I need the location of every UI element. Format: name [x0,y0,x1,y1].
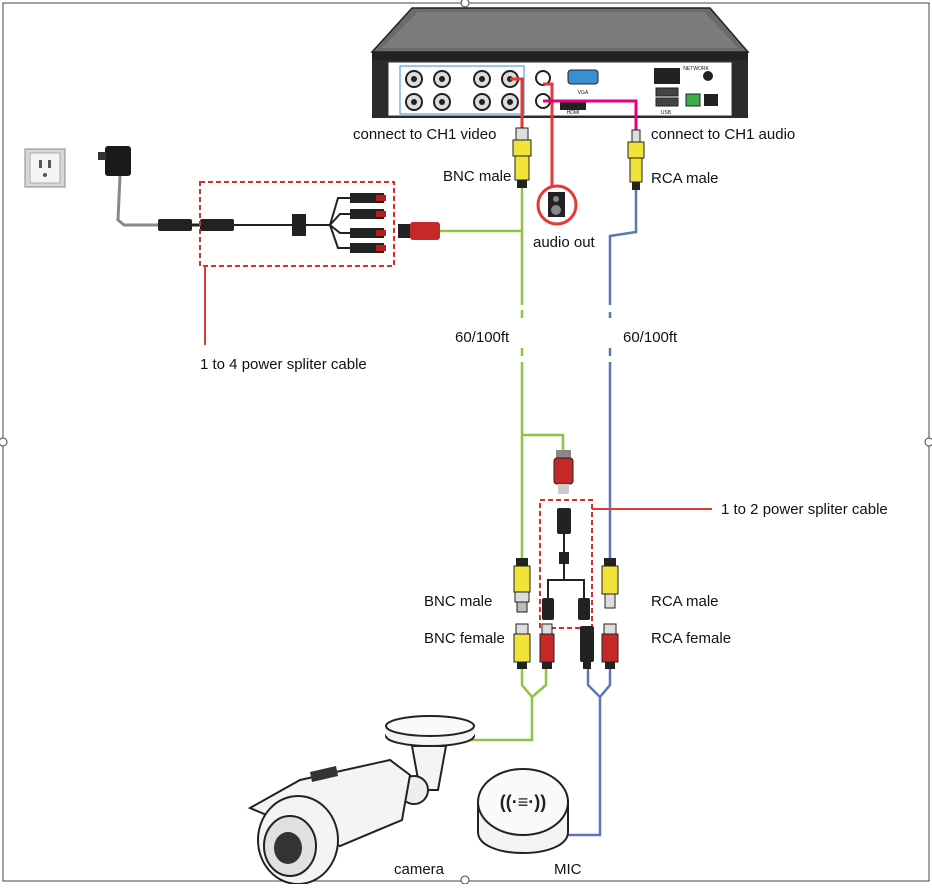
label-rca-female: RCA female [651,630,731,647]
rca-male-connector-top [627,129,645,190]
label-rca-male-top: RCA male [651,170,719,187]
wall-outlet-icon [24,148,66,188]
usb-ports: USB [655,87,679,116]
network-port: NETWORK [654,66,709,84]
label-camera: camera [394,861,445,878]
label-bnc-female: BNC female [424,630,505,647]
svg-text:VGA: VGA [578,90,589,96]
speaker-icon [536,184,578,226]
label-mic: MIC [554,861,582,878]
bnc-input-ports [399,65,525,115]
microphone-icon: ((·≡·)) [477,768,569,854]
bnc-male-connector-top [512,127,532,188]
power-adapter-icon [98,146,160,227]
label-audio-out: audio out [533,234,596,251]
svg-text:USB: USB [661,110,672,116]
label-distance-left: 60/100ft [455,329,510,346]
camera-icon [247,715,475,885]
bnc-male-connector-bottom [513,558,531,613]
label-bnc-male-top: BNC male [443,168,511,185]
label-power-splitter-4: 1 to 4 power spliter cable [200,356,367,373]
svg-text:NETWORK: NETWORK [683,66,709,72]
dc-female-connector [539,623,555,669]
power-plug-red [398,222,440,240]
label-rca-male-bottom: RCA male [651,593,719,610]
vga-port: VGA [567,69,599,96]
dvr-link-wires [510,77,638,190]
svg-text:((·≡·)): ((·≡·)) [500,792,546,812]
dvr-recorder: VGA HDMI NETWORK USB [370,7,750,118]
label-bnc-male-bottom: BNC male [424,593,492,610]
power-splitter-4way [158,181,395,345]
svg-text:HDMI: HDMI [567,110,580,116]
power-splitter-2way [539,450,712,629]
bnc-female-connector [513,623,531,669]
dc-male-plug [580,626,594,669]
video-cable [440,188,565,742]
hdmi-port: HDMI [560,100,586,116]
rca-female-connector [601,623,619,669]
label-ch1-audio: connect to CH1 audio [651,126,795,143]
label-ch1-video: connect to CH1 video [353,126,496,143]
audio-cable [560,190,638,837]
label-distance-right: 60/100ft [623,329,678,346]
rca-male-connector-bottom [601,558,619,609]
label-power-splitter-2: 1 to 2 power spliter cable [721,501,888,518]
